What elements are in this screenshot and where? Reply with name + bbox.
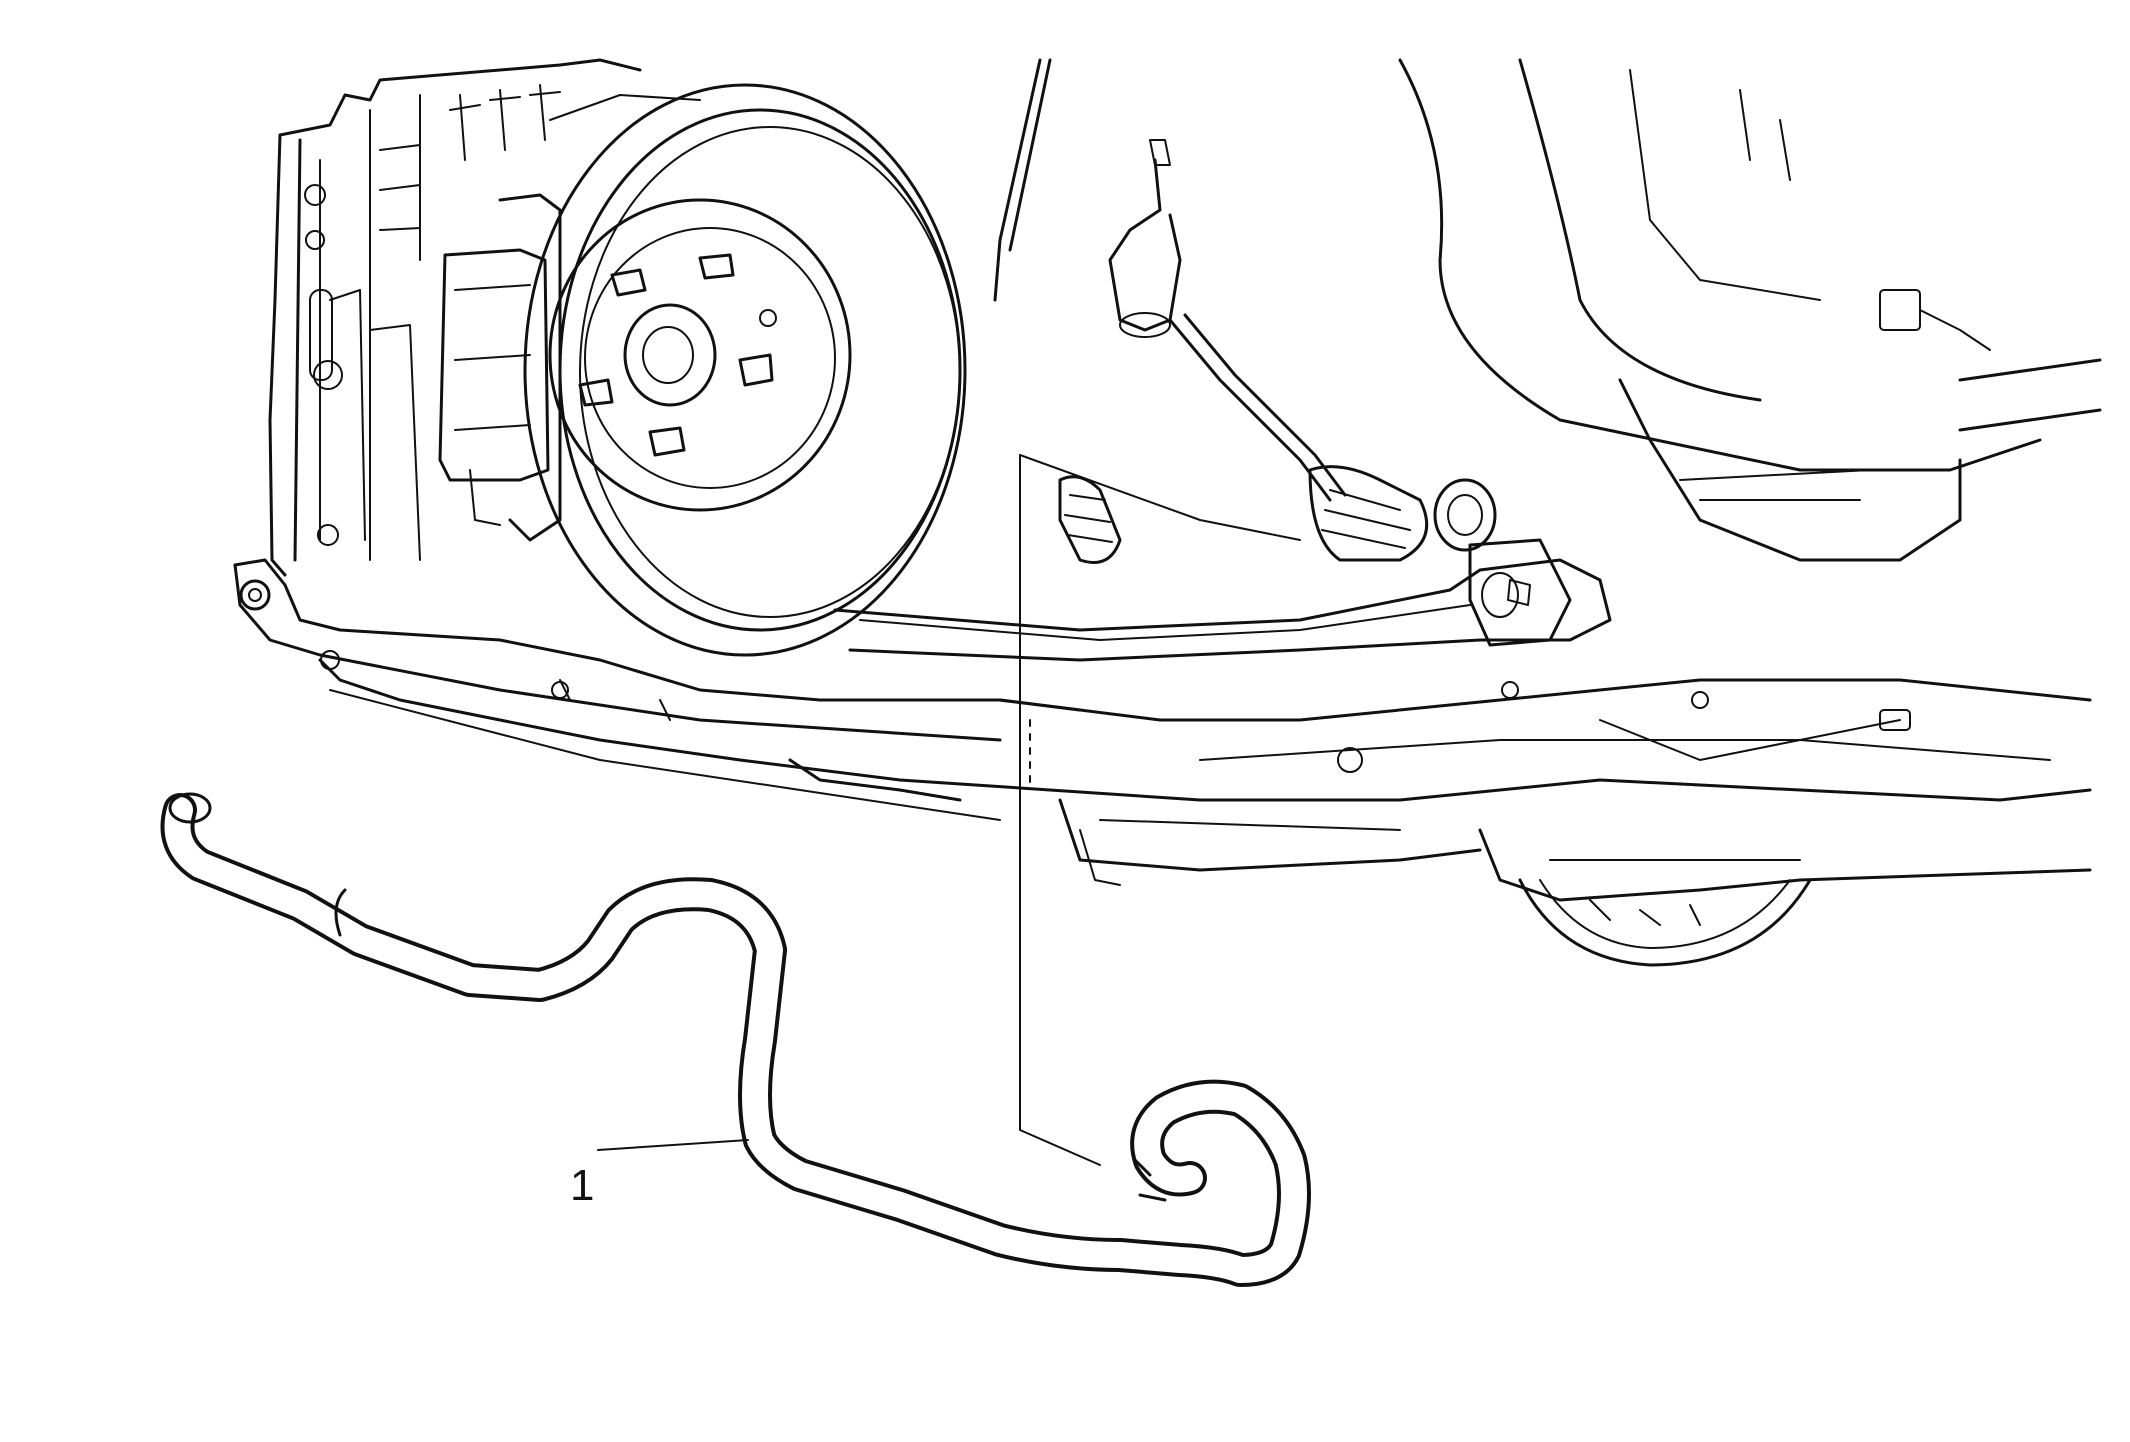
wheel-stud [578,253,774,457]
lower-control-arm [833,538,1612,662]
body-panel [268,58,642,577]
tie-rod-end [993,58,1347,502]
subframe [233,558,2092,902]
rear-cover-plate [1518,878,1812,967]
brake-caliper [438,193,562,542]
callout-1: 1 [570,1139,749,1210]
brake-rotor [523,83,967,657]
wheelhouse-liner [1398,58,2102,562]
cv-boot [1058,465,1497,564]
location-leader [1019,454,1301,1166]
stabilizer-shaft [160,792,1311,1287]
callout-label: 1 [570,1161,594,1210]
